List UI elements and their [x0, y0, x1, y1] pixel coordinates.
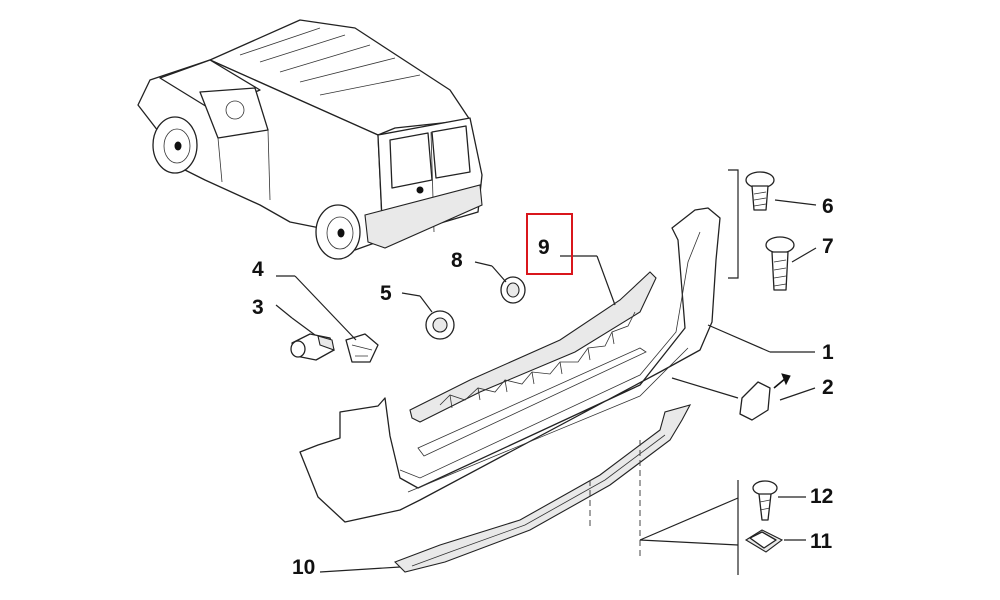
bumper-lower-trim [394, 404, 692, 573]
clip-nut [744, 529, 784, 553]
bumper-reinforcement-beam [409, 271, 657, 423]
callout-4: 4 [252, 258, 264, 281]
highlight-box [526, 213, 573, 275]
screw-6 [745, 171, 775, 211]
screw-7 [765, 236, 795, 291]
parking-sensor [290, 333, 335, 361]
grommet-plug [500, 276, 526, 304]
callout-9: 9 [538, 236, 550, 259]
front-wheel [152, 116, 198, 174]
sensor-holder [345, 333, 379, 363]
callout-5: 5 [380, 282, 392, 305]
screw-12 [752, 480, 778, 521]
callout-6: 6 [822, 195, 834, 218]
callout-8: 8 [451, 249, 463, 272]
callout-3: 3 [252, 296, 264, 319]
callout-2: 2 [822, 376, 834, 399]
callout-1: 1 [822, 341, 834, 364]
callout-11: 11 [810, 530, 833, 553]
van-illustration [137, 19, 483, 260]
callout-7: 7 [822, 235, 834, 258]
callout-12: 12 [810, 485, 833, 508]
callout-10: 10 [292, 556, 315, 579]
grommet-ring [425, 310, 455, 340]
rear-bumper-cover [299, 207, 721, 523]
rear-wheel [315, 204, 361, 260]
tow-hook-cover [739, 373, 791, 421]
